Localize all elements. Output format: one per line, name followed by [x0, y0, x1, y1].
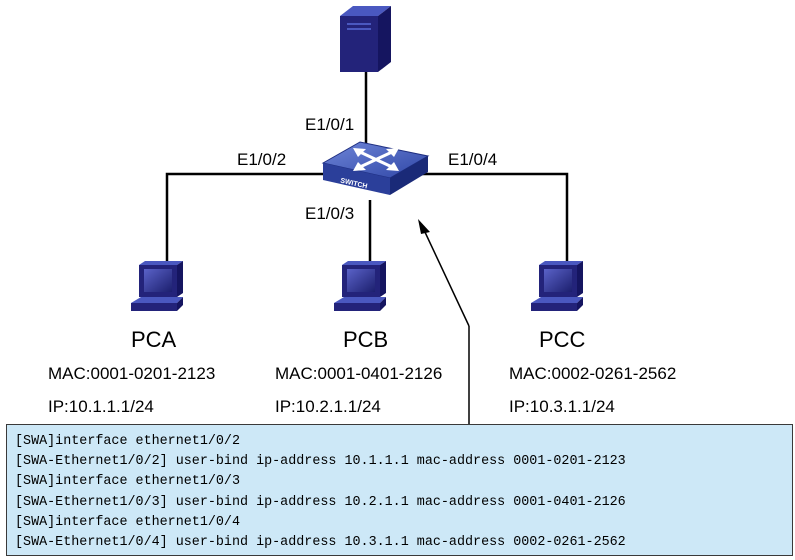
config-callout: [SWA]interface ethernet1/0/2 [SWA-Ethern… [6, 424, 793, 556]
host-mac-pcb: MAC:0001-0401-2126 [275, 364, 443, 383]
port-label-e1-0-2: E1/0/2 [237, 150, 287, 169]
config-line: [SWA-Ethernet1/0/3] user-bind ip-address… [15, 494, 626, 510]
host-name-pcc: PCC [539, 327, 586, 352]
host-ip-pcc: IP:10.3.1.1/24 [509, 397, 615, 416]
arrowhead [418, 219, 430, 234]
link-pca [165, 172, 325, 272]
host-name-pca: PCA [131, 327, 177, 352]
config-line: [SWA-Ethernet1/0/4] user-bind ip-address… [15, 535, 626, 551]
host-ip-pca: IP:10.1.1.1/24 [48, 397, 154, 416]
callout-arrow [418, 219, 470, 425]
host-name-pcb: PCB [343, 327, 389, 352]
pc-icon [531, 261, 583, 311]
config-line: [SWA]interface ethernet1/0/2 [15, 434, 240, 449]
server-tower-icon [340, 6, 391, 72]
config-line: [SWA]interface ethernet1/0/3 [15, 474, 240, 490]
port-label-e1-0-3: E1/0/3 [305, 204, 355, 223]
config-line: [SWA-Ethernet1/0/2] user-bind ip-address… [15, 454, 626, 470]
host-mac-pcc: MAC:0002-0261-2562 [509, 364, 677, 383]
links [165, 68, 569, 272]
host-mac-pca: MAC:0001-0201-2123 [48, 364, 216, 383]
pc-icon [131, 261, 183, 311]
port-label-e1-0-1: E1/0/1 [305, 115, 355, 134]
switch-icon: SWITCH [321, 141, 430, 195]
pc-icon [334, 261, 386, 311]
port-label-e1-0-4: E1/0/4 [448, 150, 498, 169]
host-ip-pcb: IP:10.2.1.1/24 [275, 397, 381, 416]
link-pcc [420, 172, 569, 272]
config-line: [SWA]interface ethernet1/0/4 [15, 514, 240, 530]
